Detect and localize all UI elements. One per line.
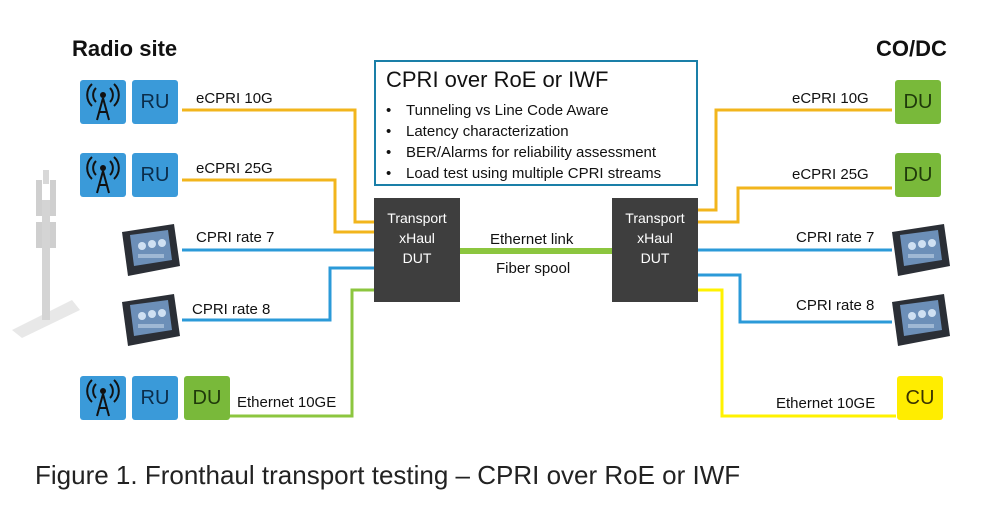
du-box: DU xyxy=(895,80,941,124)
link-right-ecpri25g xyxy=(698,186,892,224)
test-instrument-icon xyxy=(122,294,180,346)
ru-box: RU xyxy=(132,376,178,420)
ru-box: RU xyxy=(132,80,178,124)
test-instrument-icon xyxy=(892,294,950,346)
link-left-cpri8 xyxy=(182,266,374,322)
cu-box: CU xyxy=(897,376,943,420)
left-link-label: eCPRI 10G xyxy=(196,90,273,107)
du-box: DU xyxy=(895,153,941,197)
dut-line: xHaul xyxy=(399,230,435,246)
antenna-icon xyxy=(80,153,126,197)
info-bullet: Load test using multiple CPRI streams xyxy=(386,163,661,184)
info-title: CPRI over RoE or IWF xyxy=(386,67,609,92)
center-link-bottom-label: Fiber spool xyxy=(496,260,571,277)
info-box: CPRI over RoE or IWF Tunneling vs Line C… xyxy=(374,60,698,186)
right-link-label: CPRI rate 8 xyxy=(796,297,875,314)
link-right-eth10ge xyxy=(698,288,896,418)
dut-line: xHaul xyxy=(637,230,673,246)
right-link-label: eCPRI 10G xyxy=(792,90,869,107)
antenna-icon xyxy=(80,80,126,124)
dut-line: Transport xyxy=(625,210,685,226)
dut-line: DUT xyxy=(640,250,670,266)
test-instrument-icon xyxy=(122,224,180,276)
info-bullet: Tunneling vs Line Code Aware xyxy=(386,100,661,121)
co-dc-title: CO/DC xyxy=(876,36,947,61)
dut-line: DUT xyxy=(402,250,432,266)
figure-caption: Figure 1. Fronthaul transport testing – … xyxy=(35,460,741,490)
link-left-ecpri25g xyxy=(182,178,374,234)
left-link-label: eCPRI 25G xyxy=(196,160,273,177)
left-link-label: CPRI rate 7 xyxy=(196,229,275,246)
left-link-label: Ethernet 10GE xyxy=(237,394,337,411)
center-link-top-label: Ethernet link xyxy=(490,231,574,248)
test-instrument-icon xyxy=(892,224,950,276)
antenna-icon xyxy=(80,376,126,420)
link-right-ecpri10g xyxy=(698,108,892,212)
info-bullet: BER/Alarms for reliability assessment xyxy=(386,142,661,163)
dut-line: Transport xyxy=(387,210,447,226)
link-left-ecpri10g xyxy=(182,108,374,224)
radio-site-title: Radio site xyxy=(72,36,178,61)
right-link-label: CPRI rate 7 xyxy=(796,229,875,246)
right-link-label: eCPRI 25G xyxy=(792,166,869,183)
left-link-label: CPRI rate 8 xyxy=(192,301,271,318)
cell-tower-icon xyxy=(12,170,80,338)
info-bullet: Latency characterization xyxy=(386,121,661,142)
link-right-cpri8 xyxy=(698,273,892,324)
info-bullet-list: Tunneling vs Line Code Aware Latency cha… xyxy=(386,100,661,184)
link-left-eth10ge xyxy=(230,288,374,418)
dut-left: Transport xHaul DUT xyxy=(374,198,460,302)
du-box: DU xyxy=(184,376,230,420)
right-link-label: Ethernet 10GE xyxy=(776,395,876,412)
ru-box: RU xyxy=(132,153,178,197)
dut-right: Transport xHaul DUT xyxy=(612,198,698,302)
